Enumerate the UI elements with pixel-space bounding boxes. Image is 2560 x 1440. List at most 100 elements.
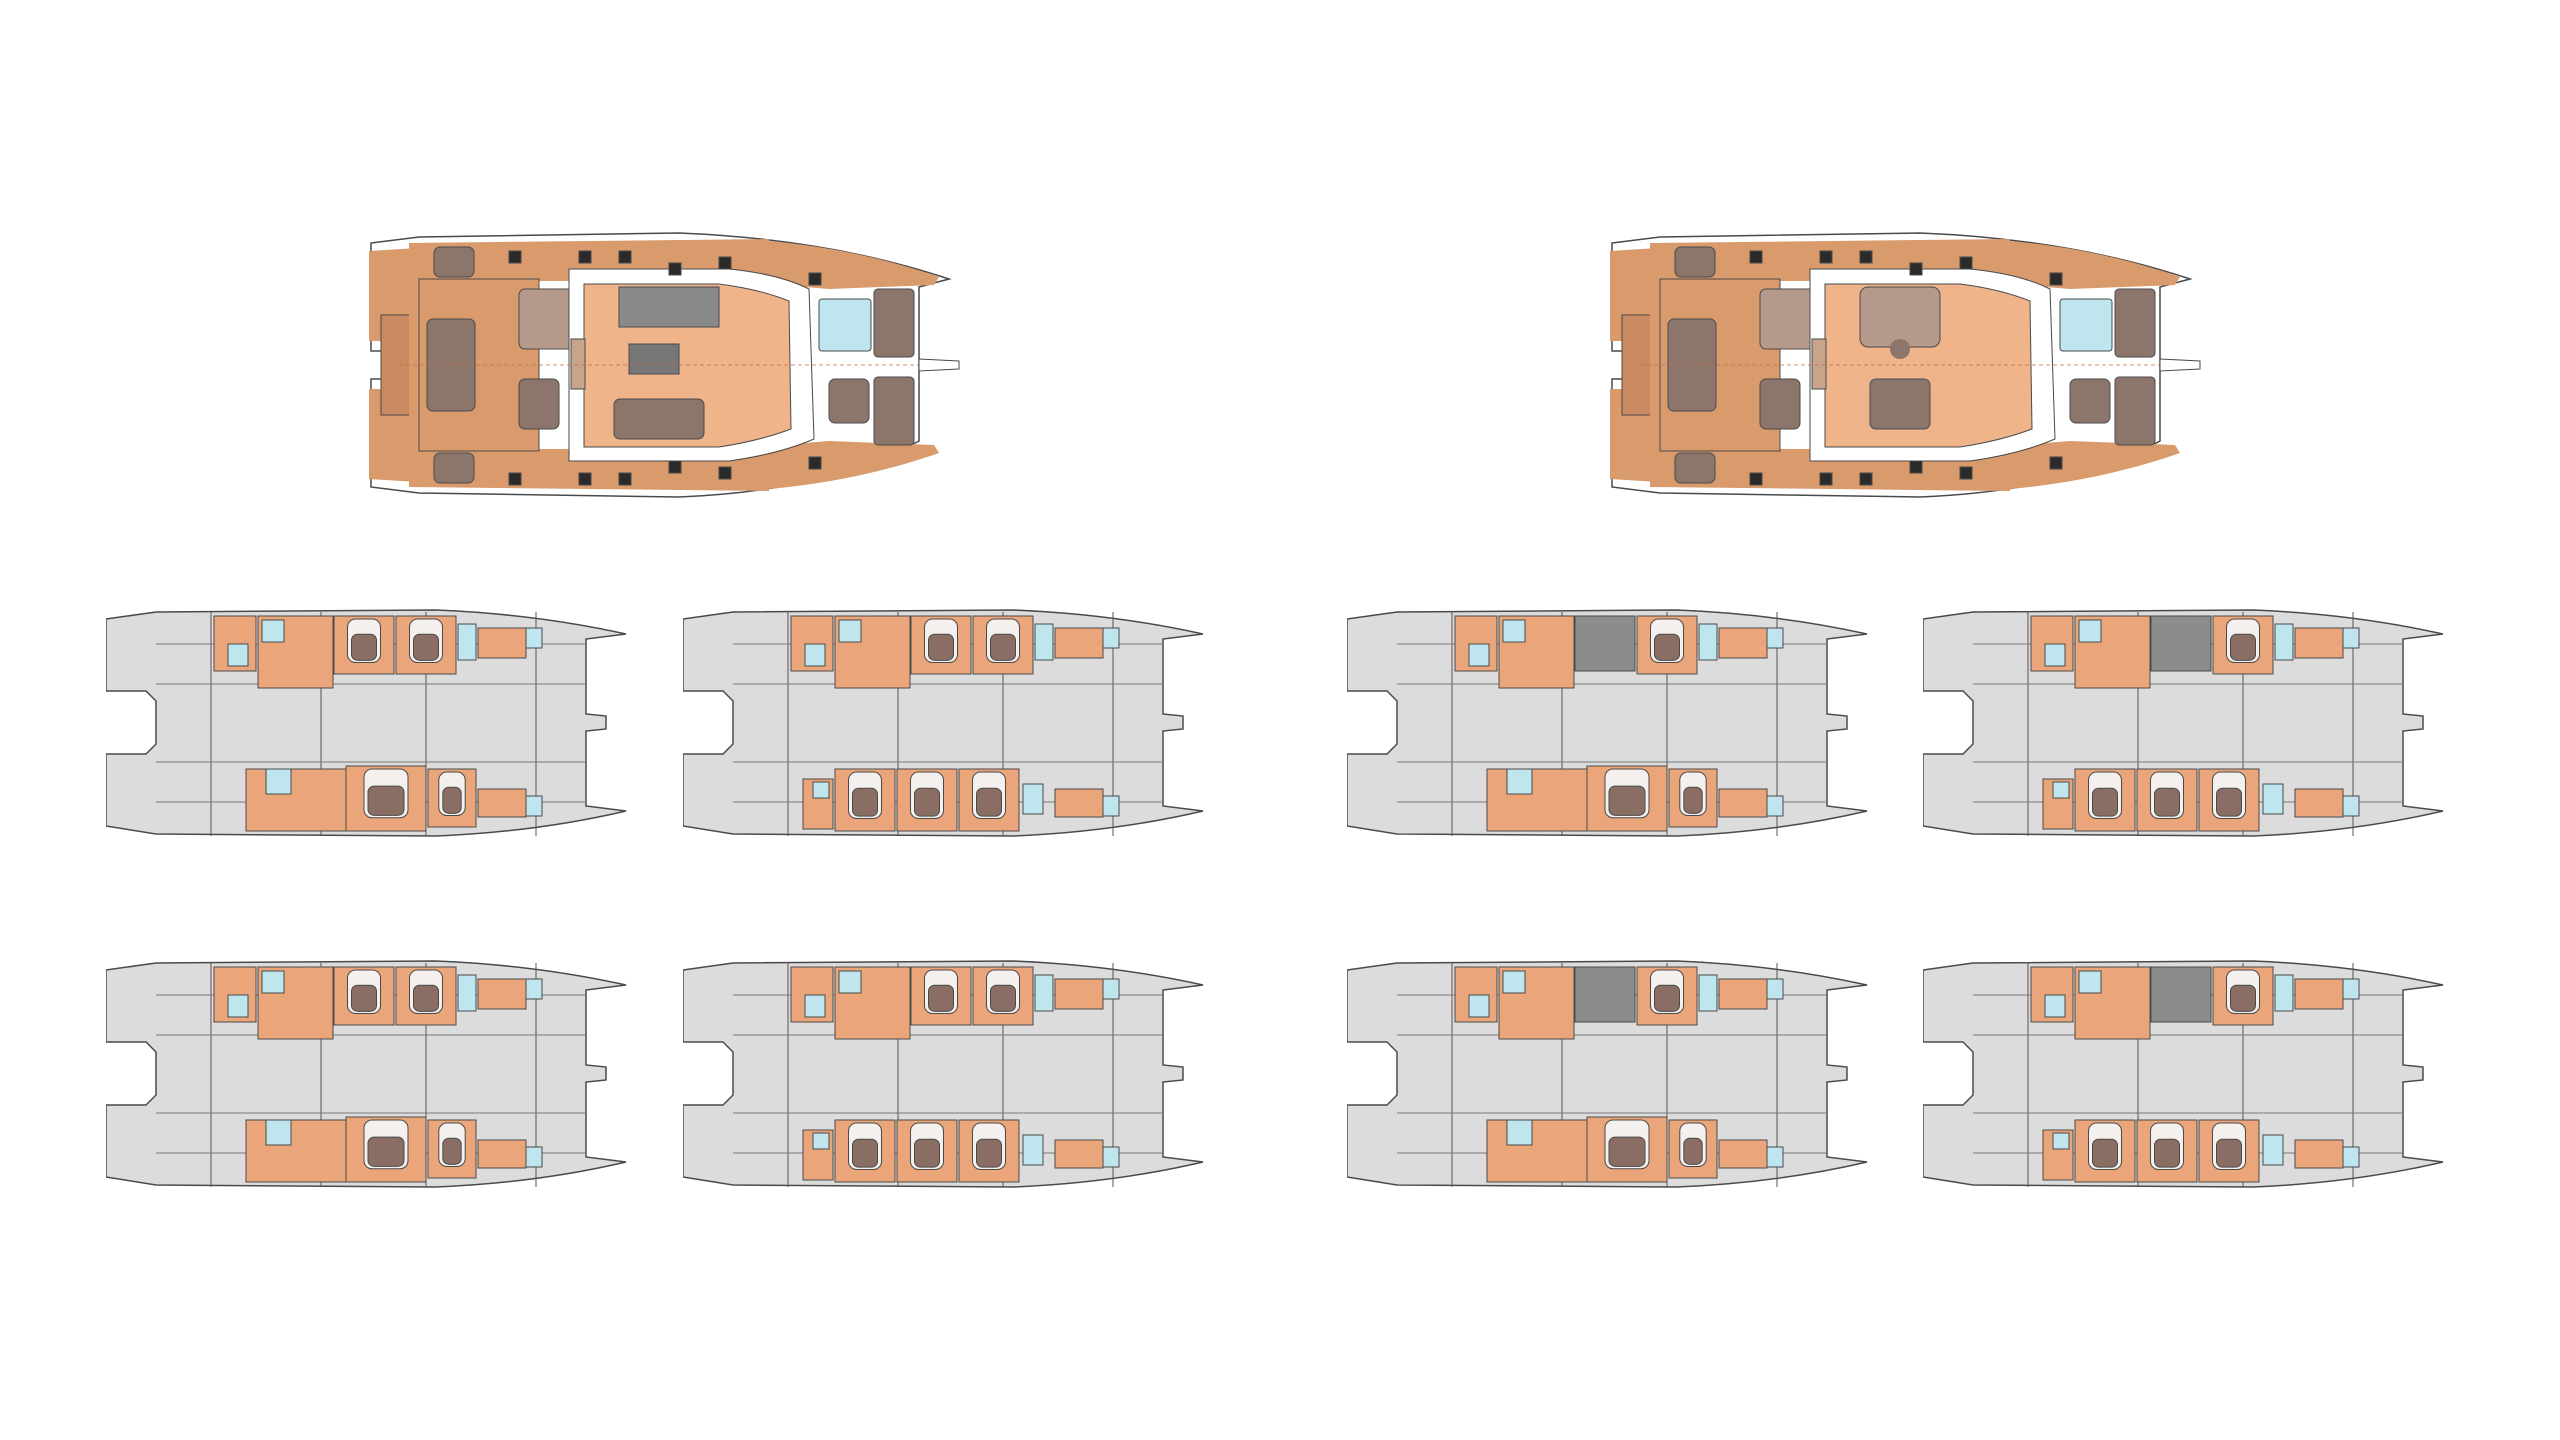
foredeck-bottom <box>2010 441 2180 489</box>
dining-settee <box>1869 378 1931 430</box>
hatch <box>1819 472 1833 486</box>
bed-shade <box>976 787 1002 817</box>
foredeck-bottom <box>769 441 939 489</box>
bathroom <box>261 970 285 994</box>
bathroom <box>1766 978 1784 1000</box>
bed-shade <box>367 785 405 816</box>
foredeck-top <box>769 241 939 289</box>
bed-shade <box>1683 1137 1703 1165</box>
bed-shade <box>928 984 954 1012</box>
hatch <box>618 250 632 264</box>
hull-plan-6 <box>683 955 1213 1192</box>
bathroom <box>1102 1146 1120 1168</box>
bathroom <box>1102 795 1120 817</box>
bathroom <box>2342 627 2360 649</box>
bed-shade <box>2216 1138 2242 1168</box>
bathroom <box>1698 974 1718 1012</box>
bed-shade <box>442 1137 462 1165</box>
bed-shade <box>2216 787 2242 817</box>
deck-plan-2 <box>1600 229 2204 501</box>
bed-shade <box>1654 984 1680 1012</box>
bed-shade <box>914 1138 940 1168</box>
hatch <box>578 250 592 264</box>
bathroom <box>1506 1119 1533 1146</box>
hatch <box>808 272 822 286</box>
hatch <box>508 472 522 486</box>
bathroom <box>838 970 862 994</box>
cabin <box>1718 1139 1768 1169</box>
bed-shade <box>852 787 878 817</box>
bathroom <box>1766 627 1784 649</box>
hatch <box>1749 472 1763 486</box>
bathroom <box>2078 970 2102 994</box>
spa-pool <box>2059 298 2113 352</box>
bathroom <box>457 974 477 1012</box>
bathroom <box>1766 795 1784 817</box>
bed-shade <box>351 633 377 661</box>
bed-shade <box>2154 1138 2180 1168</box>
companionway-stairs <box>570 338 586 390</box>
bed-shade <box>990 633 1016 661</box>
bed-shade <box>2230 633 2256 661</box>
bathroom <box>1034 623 1054 661</box>
bed-shade <box>976 1138 1002 1168</box>
bathroom <box>804 994 826 1018</box>
deck-plan-1 <box>359 229 963 501</box>
bed-shade <box>413 984 439 1012</box>
storage <box>2150 966 2212 1023</box>
cabin <box>477 788 527 818</box>
hatch <box>508 250 522 264</box>
bathroom <box>525 1146 543 1168</box>
bed-shade <box>351 984 377 1012</box>
bathroom <box>1698 623 1718 661</box>
saloon-sofa-forward <box>1859 286 1941 348</box>
cabin <box>1718 978 1768 1010</box>
foredeck-top <box>2010 241 2180 289</box>
bathroom <box>1506 768 1533 795</box>
bathroom <box>1766 1146 1784 1168</box>
cabin <box>1718 627 1768 659</box>
bed-shade <box>367 1136 405 1167</box>
cabin <box>477 1139 527 1169</box>
bathroom <box>2262 1134 2284 1166</box>
bed-shade <box>2230 984 2256 1012</box>
bathroom <box>2274 623 2294 661</box>
bathroom <box>227 994 249 1018</box>
bed-shade <box>1608 1136 1646 1167</box>
bathroom <box>1102 978 1120 1000</box>
bathroom <box>525 978 543 1000</box>
aft-sofa-bottom <box>1759 378 1801 430</box>
bathroom <box>2052 1132 2070 1150</box>
cabin <box>2294 1139 2344 1169</box>
cabin <box>1054 1139 1104 1169</box>
hatch <box>1959 256 1973 270</box>
hatch <box>1859 250 1873 264</box>
bathroom <box>2274 974 2294 1012</box>
sunpad-top <box>873 288 915 358</box>
bed-shade <box>2092 1138 2118 1168</box>
bathroom <box>457 623 477 661</box>
bathroom <box>1102 627 1120 649</box>
bathroom <box>2078 619 2102 643</box>
saloon-sofa <box>613 398 705 440</box>
hatch <box>718 466 732 480</box>
bathroom <box>2044 994 2066 1018</box>
hatch <box>2049 272 2063 286</box>
bed-shade <box>928 633 954 661</box>
aft-seat-bottom <box>1674 452 1716 484</box>
galley-counter <box>618 286 720 328</box>
storage <box>1574 615 1636 672</box>
cabin <box>2294 788 2344 818</box>
cabin <box>1054 788 1104 818</box>
bathroom <box>2342 1146 2360 1168</box>
dining-table <box>1890 339 1910 359</box>
bathroom <box>525 795 543 817</box>
bathroom <box>1502 970 1526 994</box>
hatch <box>1909 262 1923 276</box>
hatch <box>1909 460 1923 474</box>
cabin <box>2294 978 2344 1010</box>
bathroom <box>1022 1134 1044 1166</box>
bed-shade <box>1608 785 1646 816</box>
bathroom <box>2342 795 2360 817</box>
cabin <box>2294 627 2344 659</box>
